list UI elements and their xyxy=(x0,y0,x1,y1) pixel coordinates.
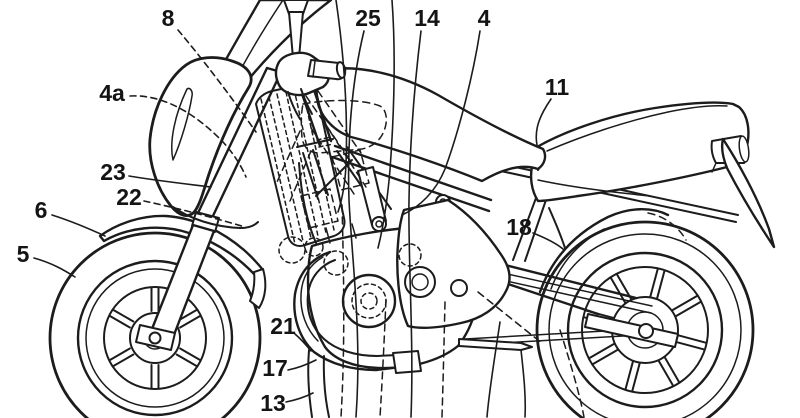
ref-leader-4a xyxy=(129,95,247,178)
front-axle xyxy=(148,331,162,345)
ref-label-6: 6 xyxy=(35,197,48,223)
ref-leader-11 xyxy=(535,98,552,146)
callout-curves xyxy=(335,0,527,418)
swingarm xyxy=(500,263,679,348)
ref-leader-13 xyxy=(285,392,314,403)
ref-label-25: 25 xyxy=(355,5,381,31)
ref-leader-25 xyxy=(347,30,365,418)
radiator-panel xyxy=(255,83,346,247)
ref-label-21: 21 xyxy=(270,313,296,339)
ref-leader-18 xyxy=(532,232,564,250)
ref-leader-22 xyxy=(143,200,246,228)
ref-leader-8 xyxy=(177,29,257,133)
ref-label-13: 13 xyxy=(260,390,286,416)
footpeg-bracket xyxy=(396,198,533,351)
hidden-parts-dashed xyxy=(255,83,687,418)
frame-downtube xyxy=(298,162,317,244)
rear-hugger-fender xyxy=(538,208,670,294)
ref-label-18: 18 xyxy=(506,214,532,240)
crankcase-cover xyxy=(341,273,397,329)
handlebar xyxy=(274,0,347,120)
seat-and-tail xyxy=(472,101,776,262)
ref-label-8: 8 xyxy=(162,5,175,31)
ref-label-4: 4 xyxy=(478,5,491,31)
ref-leader-6 xyxy=(51,214,106,237)
ref-leader-17 xyxy=(287,359,317,371)
ref-label-22: 22 xyxy=(116,184,142,210)
exhaust-pipe xyxy=(293,250,422,418)
frame-spar xyxy=(333,144,493,202)
front-fender xyxy=(98,214,267,309)
ref-leader-21 xyxy=(294,333,312,352)
ref-leader-5 xyxy=(33,257,76,278)
subframe-strut xyxy=(512,197,537,261)
fuel-tank xyxy=(315,67,547,183)
ref-label-4a: 4a xyxy=(99,80,125,106)
ref-label-11: 11 xyxy=(545,74,570,100)
ref-label-14: 14 xyxy=(414,5,440,31)
headlight-lens xyxy=(171,87,193,161)
ref-leader-14 xyxy=(408,30,422,418)
airbox-hidden xyxy=(300,99,388,154)
ref-label-23: 23 xyxy=(100,159,126,185)
ref-label-5: 5 xyxy=(17,241,30,267)
belly-line xyxy=(307,349,313,418)
front-fork xyxy=(135,66,283,351)
rear-wheel xyxy=(535,220,755,418)
ref-leader-23 xyxy=(128,175,212,188)
rear-shock xyxy=(548,207,566,249)
ref-label-17: 17 xyxy=(262,355,288,381)
headlight-cowl xyxy=(148,56,259,229)
ref-leader-4 xyxy=(401,30,481,216)
rear-mudflap-spike xyxy=(721,137,776,249)
footpeg-bar xyxy=(458,338,533,351)
